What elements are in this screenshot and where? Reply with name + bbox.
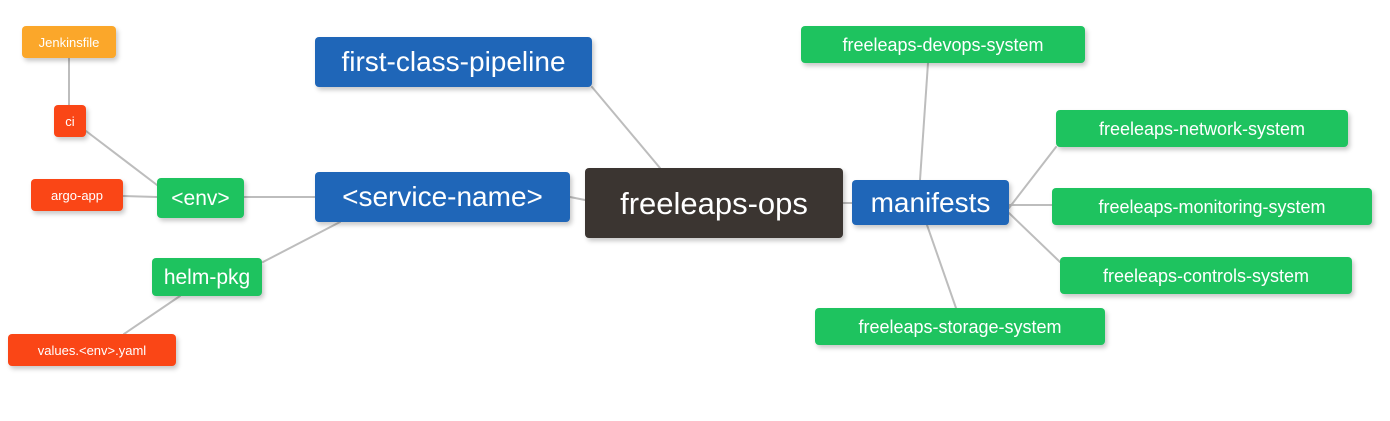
edge-freeleaps-ops-to-first-class-pipeline bbox=[591, 86, 661, 169]
mindmap-node-label: freeleaps-monitoring-system bbox=[1098, 196, 1326, 217]
mindmap-node-label: freeleaps-storage-system bbox=[858, 316, 1062, 337]
mindmap-node-service-name[interactable]: <service-name> bbox=[315, 172, 570, 222]
mindmap-node-label: Jenkinsfile bbox=[38, 34, 100, 50]
mindmap-node-freeleaps-controls-system[interactable]: freeleaps-controls-system bbox=[1060, 257, 1352, 294]
mindmap-node-env[interactable]: <env> bbox=[157, 178, 244, 218]
mindmap-node-jenkinsfile[interactable]: Jenkinsfile bbox=[22, 26, 116, 58]
mindmap-node-values-env-yaml[interactable]: values.<env>.yaml bbox=[8, 334, 176, 366]
mindmap-node-label: helm-pkg bbox=[163, 265, 251, 289]
mindmap-node-label: first-class-pipeline bbox=[341, 46, 566, 77]
mindmap-node-label: <service-name> bbox=[342, 181, 543, 212]
mindmap-node-freeleaps-ops[interactable]: freeleaps-ops bbox=[585, 168, 843, 238]
mindmap-node-label: argo-app bbox=[50, 187, 104, 203]
mindmap-node-first-class-pipeline[interactable]: first-class-pipeline bbox=[315, 37, 592, 87]
mindmap-node-freeleaps-storage-system[interactable]: freeleaps-storage-system bbox=[815, 308, 1105, 345]
mindmap-node-label: manifests bbox=[870, 186, 991, 218]
edge-manifests-to-freeleaps-devops-system bbox=[919, 62, 929, 181]
mindmap-node-label: <env> bbox=[171, 186, 230, 210]
mindmap-node-ci[interactable]: ci bbox=[54, 105, 86, 137]
mindmap-node-helm-pkg[interactable]: helm-pkg bbox=[152, 258, 262, 296]
edge-env-to-ci bbox=[85, 130, 158, 186]
edge-freeleaps-ops-to-service-name bbox=[569, 196, 586, 201]
mindmap-node-label: ci bbox=[65, 113, 75, 129]
mindmap-node-freeleaps-devops-system[interactable]: freeleaps-devops-system bbox=[801, 26, 1085, 63]
edge-manifests-to-freeleaps-storage-system bbox=[926, 224, 957, 309]
edge-manifests-to-freeleaps-network-system bbox=[1008, 146, 1057, 209]
mindmap-node-label: freeleaps-network-system bbox=[1098, 118, 1306, 139]
mindmap-node-manifests[interactable]: manifests bbox=[852, 180, 1009, 225]
mindmap-node-label: values.<env>.yaml bbox=[37, 342, 147, 358]
edge-env-to-argo-app bbox=[122, 195, 158, 198]
mindmap-node-argo-app[interactable]: argo-app bbox=[31, 179, 123, 211]
mindmap-node-label: freeleaps-devops-system bbox=[842, 34, 1044, 55]
mindmap-node-label: freeleaps-controls-system bbox=[1102, 265, 1310, 286]
edge-service-name-to-helm-pkg bbox=[262, 221, 341, 263]
edge-helm-pkg-to-values-env-yaml bbox=[123, 295, 181, 335]
mindmap-node-freeleaps-monitoring-system[interactable]: freeleaps-monitoring-system bbox=[1052, 188, 1372, 225]
mindmap-node-label: freeleaps-ops bbox=[620, 185, 808, 221]
mindmap-node-freeleaps-network-system[interactable]: freeleaps-network-system bbox=[1056, 110, 1348, 147]
